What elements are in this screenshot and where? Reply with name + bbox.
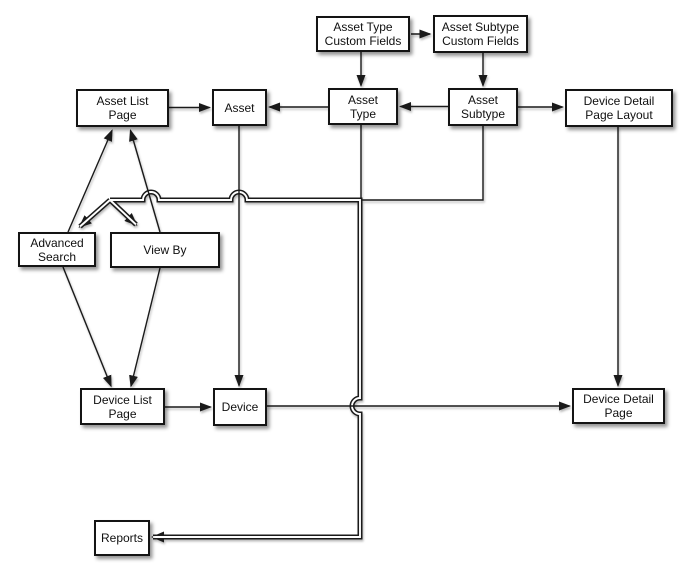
node-label: View By [143, 243, 187, 257]
node-asset-subtype: Asset Subtype [448, 88, 518, 126]
node-label: Advanced Search [30, 235, 84, 264]
node-label: Device [221, 400, 259, 414]
node-label: Asset List Page [96, 94, 149, 122]
node-reports: Reports [94, 520, 150, 556]
node-label: Asset Type Custom Fields [324, 20, 402, 48]
edge-type-subtype-junction-to-view_by-core [109, 199, 137, 226]
edge-view_by-to-asset_list_page [129, 129, 161, 233]
node-label: Device Detail Page [583, 392, 654, 420]
node-label: Reports [100, 531, 144, 545]
node-label: Asset [224, 100, 255, 115]
node-asset: Asset [212, 89, 267, 126]
node-device: Device [213, 388, 267, 426]
node-asset-type-custom-fields: Asset Type Custom Fields [316, 16, 410, 52]
edge-asset_subtype-to-type-subtype-junction [362, 126, 484, 201]
node-advanced-search: Advanced Search [18, 232, 96, 267]
node-device-detail-page-layout: Device Detail Page Layout [565, 89, 673, 127]
edge-type-subtype-junction-to-reports-core [110, 191, 361, 538]
node-device-detail-page: Device Detail Page [572, 388, 665, 424]
node-label: Asset Type [347, 92, 378, 121]
node-label: Asset Subtype [460, 93, 506, 121]
edge-view_by-to-device_list_page [129, 267, 161, 388]
node-label: Asset Subtype Custom Fields [441, 20, 520, 48]
node-view-by: View By [110, 232, 220, 268]
node-asset-list-page: Asset List Page [76, 89, 169, 127]
node-label: Device Detail Page Layout [583, 94, 655, 122]
node-asset-subtype-custom-fields: Asset Subtype Custom Fields [433, 15, 528, 53]
node-device-list-page: Device List Page [80, 388, 165, 425]
edge-advanced_search-to-asset_list_page [67, 129, 113, 233]
edge-type-subtype-junction-to-advanced_search-core [79, 199, 111, 228]
node-label: Device List Page [93, 392, 152, 421]
node-asset-type: Asset Type [328, 88, 398, 125]
edge-advanced_search-to-device_list_page [62, 266, 112, 388]
